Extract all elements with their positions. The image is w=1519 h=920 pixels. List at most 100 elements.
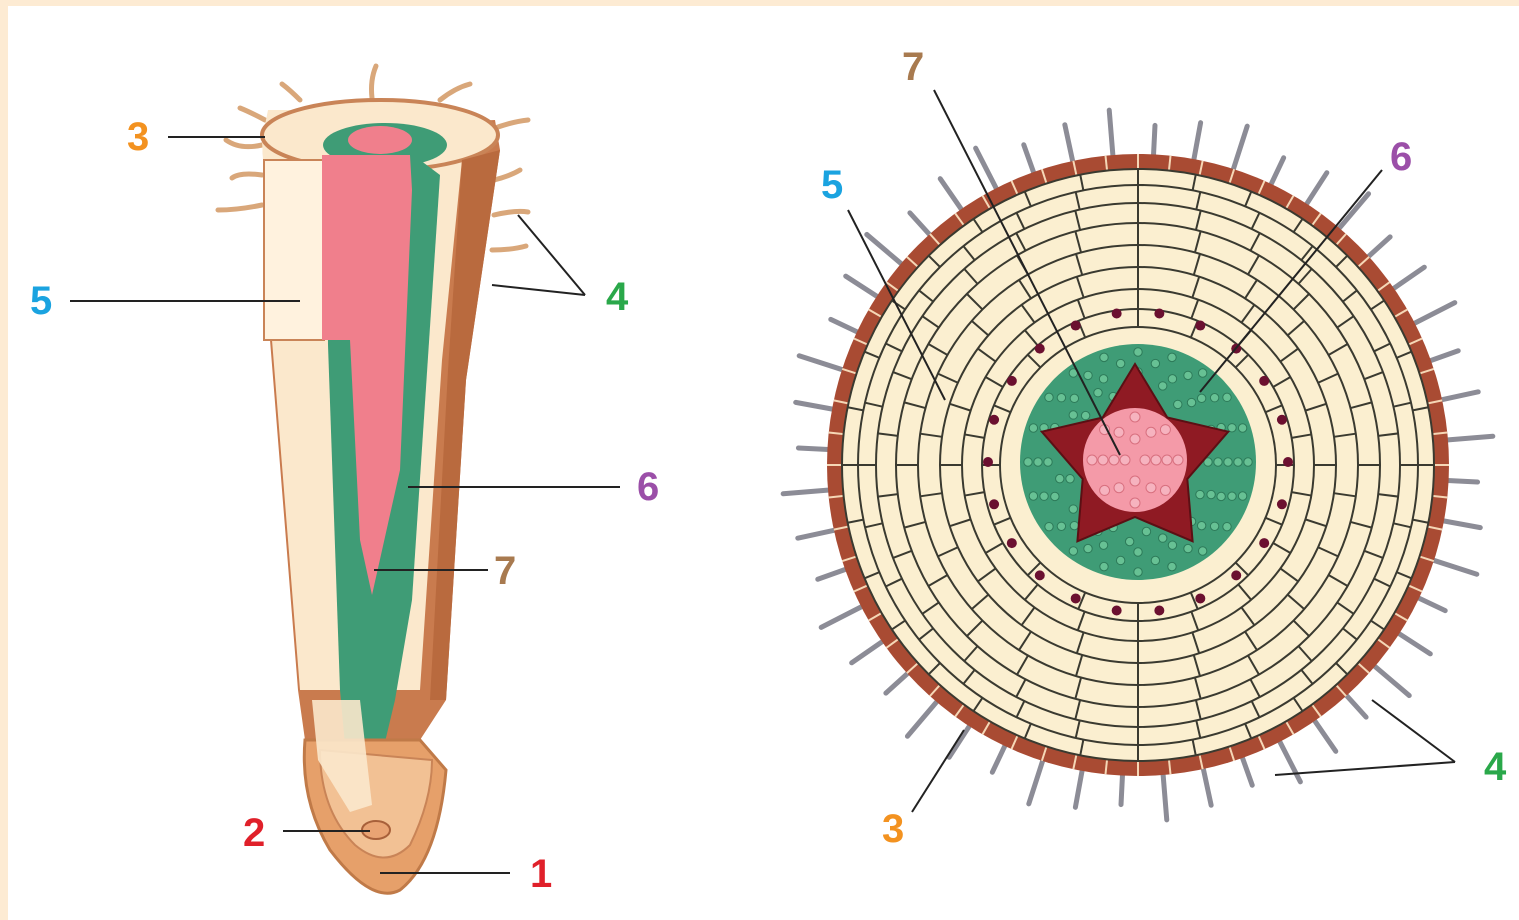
root-hair xyxy=(846,276,882,299)
pericycle-cell xyxy=(1051,492,1059,500)
leader-right-4b xyxy=(1275,762,1455,775)
root-hair xyxy=(1442,436,1493,440)
pericycle-cell xyxy=(1198,369,1206,377)
cross-root-section: 7 6 5 4 3 xyxy=(783,45,1507,851)
label-left-4: 4 xyxy=(606,275,629,319)
label-right-4: 4 xyxy=(1484,745,1507,789)
root-hair xyxy=(796,402,838,410)
pericycle-cell xyxy=(1029,492,1037,500)
core-cell xyxy=(1114,483,1124,493)
pericycle-cell xyxy=(1134,548,1142,556)
root-hair xyxy=(1370,663,1409,696)
endodermis-dot xyxy=(1112,605,1122,615)
endodermis-dot xyxy=(1231,570,1241,580)
endodermis-dot xyxy=(1259,376,1269,386)
pericycle-cell xyxy=(1223,393,1231,401)
root-hair xyxy=(1075,765,1083,807)
pericycle-cell xyxy=(1244,458,1252,466)
pericycle-cell xyxy=(1168,375,1176,383)
pericycle-cell xyxy=(1184,544,1192,552)
core-cell xyxy=(1087,455,1097,465)
leader-left-4b xyxy=(492,285,585,295)
label-left-5: 5 xyxy=(30,279,52,323)
pericycle-cell xyxy=(1029,424,1037,432)
endodermis-dot xyxy=(1277,415,1287,425)
pericycle-cell xyxy=(1217,492,1225,500)
root-hair xyxy=(907,697,940,736)
pericycle-cell xyxy=(1040,492,1048,500)
pericycle-cell xyxy=(1084,371,1092,379)
pericycle-cell xyxy=(1214,458,1222,466)
endodermis-dot xyxy=(989,499,999,509)
pericycle-cell xyxy=(1116,359,1124,367)
pericycle-cell xyxy=(1125,537,1133,545)
root-hair xyxy=(976,148,999,193)
label-right-7: 7 xyxy=(902,45,924,89)
pericycle-cell xyxy=(1057,394,1065,402)
root-hair xyxy=(1311,716,1335,751)
endodermis-dot xyxy=(1195,593,1205,603)
root-hair xyxy=(1409,303,1454,326)
label-left-3: 3 xyxy=(127,115,149,159)
endodermis-dot xyxy=(1195,321,1205,331)
core-cell xyxy=(1109,455,1119,465)
root-hair xyxy=(940,179,964,214)
central-cylinder-top xyxy=(348,126,412,154)
pericycle-cell xyxy=(1197,521,1205,529)
label-right-5: 5 xyxy=(821,163,843,207)
pericycle-cell xyxy=(1224,458,1232,466)
label-right-6: 6 xyxy=(1390,135,1412,179)
root-hair xyxy=(799,356,848,372)
core-cell xyxy=(1114,427,1124,437)
endodermis-dot xyxy=(989,415,999,425)
core-cell xyxy=(1173,455,1183,465)
pericycle-cell xyxy=(1228,424,1236,432)
core-cell xyxy=(1140,455,1150,465)
label-left-6: 6 xyxy=(637,465,659,509)
pericycle-cell xyxy=(1069,411,1077,419)
root-hair xyxy=(1394,631,1430,654)
pericycle-cell xyxy=(1196,490,1204,498)
root-hair xyxy=(1065,125,1074,167)
pericycle-cell xyxy=(1168,353,1176,361)
pericycle-cell xyxy=(1151,556,1159,564)
root-hair xyxy=(1029,755,1045,804)
root-hair xyxy=(1232,126,1248,175)
leader-right-4a xyxy=(1372,700,1455,762)
core-cell xyxy=(1130,434,1140,444)
root-hair xyxy=(1389,267,1424,291)
pericycle-cell xyxy=(1197,394,1205,402)
endodermis-dot xyxy=(1035,570,1045,580)
core-cell xyxy=(1160,425,1170,435)
core-cell xyxy=(1162,455,1172,465)
core-cell xyxy=(1120,455,1130,465)
root-hair xyxy=(1428,559,1477,575)
pericycle-cell xyxy=(1187,398,1195,406)
pericycle-cell xyxy=(1044,458,1052,466)
pericycle-cell xyxy=(1045,522,1053,530)
pericycle-cell xyxy=(1034,458,1042,466)
endodermis-dot xyxy=(1112,309,1122,319)
core-cell xyxy=(1098,455,1108,465)
root-hair xyxy=(1163,769,1167,820)
pericycle-cell xyxy=(1069,505,1077,513)
pericycle-cell xyxy=(1045,393,1053,401)
endodermis-dot xyxy=(1071,593,1081,603)
endodermis-dot xyxy=(1277,499,1287,509)
pericycle-cell xyxy=(1238,492,1246,500)
pericycle-cell xyxy=(1234,458,1242,466)
pericycle-cell xyxy=(1070,394,1078,402)
pericycle-cell xyxy=(1168,541,1176,549)
leader-left-4a xyxy=(518,215,585,295)
pericycle-cell xyxy=(1116,556,1124,564)
pericycle-cell xyxy=(1134,348,1142,356)
root-hair xyxy=(1336,194,1369,233)
pericycle-cell xyxy=(1081,411,1089,419)
root-hair xyxy=(1193,123,1201,165)
pericycle-cell xyxy=(1151,359,1159,367)
pericycle-cell xyxy=(1174,400,1182,408)
pericycle-cell xyxy=(1084,544,1092,552)
label-left-2: 2 xyxy=(243,811,265,855)
